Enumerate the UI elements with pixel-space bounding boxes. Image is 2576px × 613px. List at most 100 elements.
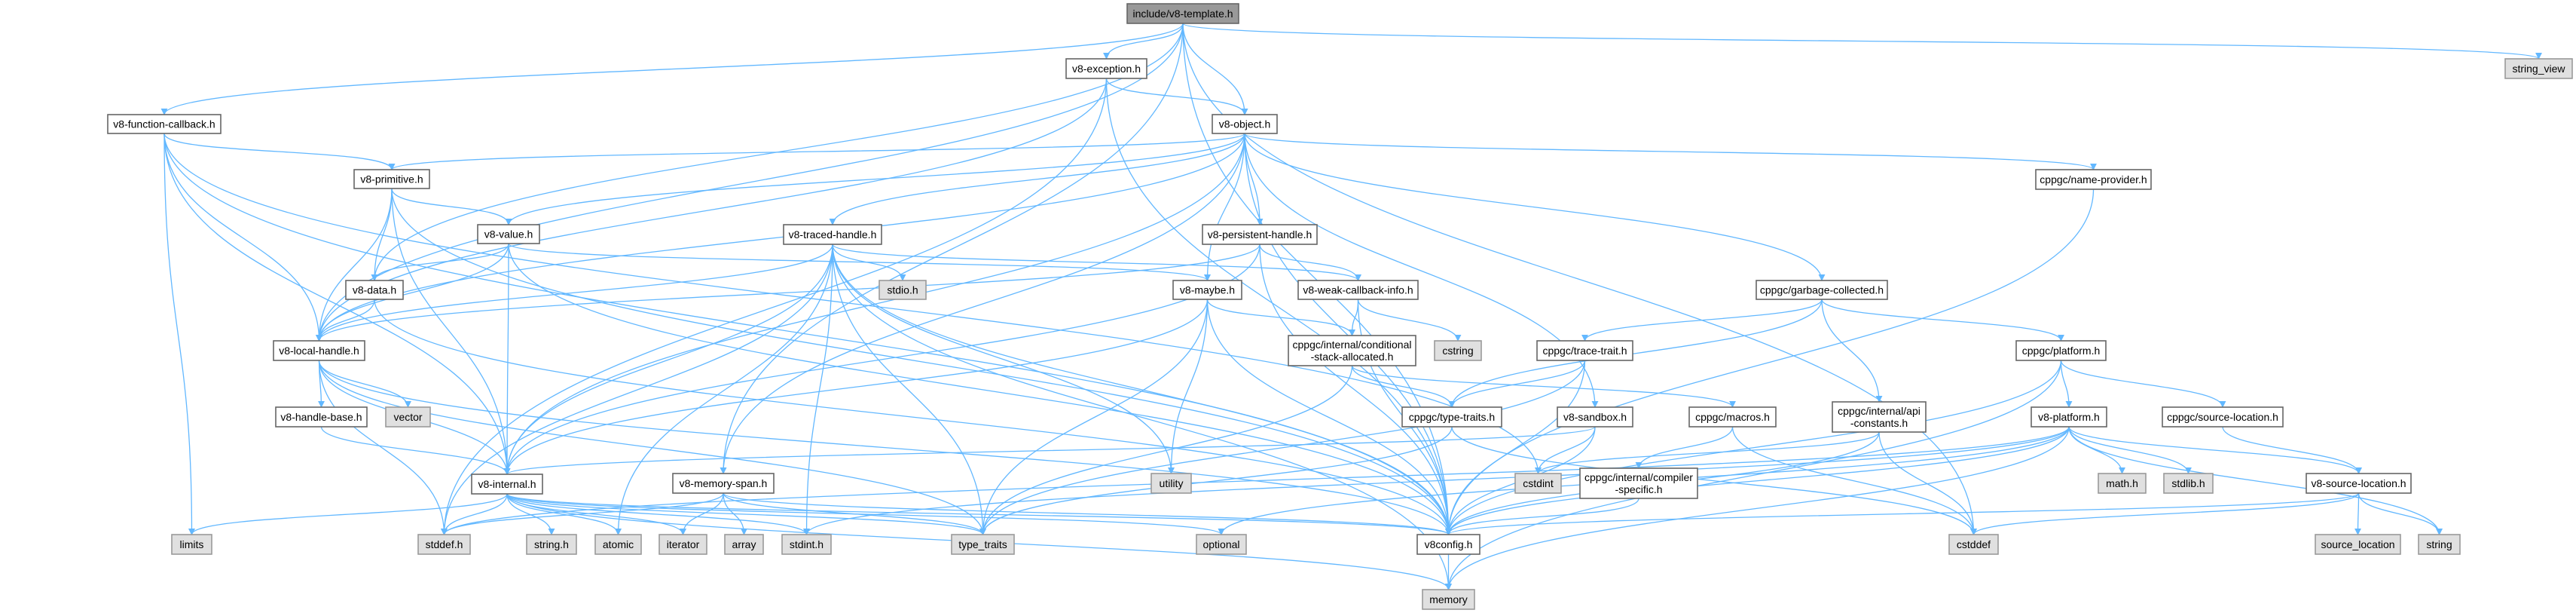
node-box	[594, 534, 642, 555]
edge-cppgcplatform-to-v8config	[1445, 360, 2062, 535]
node-label: source_location	[2321, 538, 2394, 550]
node-v8-weak-callback-info-h[interactable]: v8-weak-callback-info.h	[1297, 280, 1419, 300]
edge-trace-to-v8config	[1445, 360, 1586, 535]
node-cppgc-name-provider-h[interactable]: cppgc/name-provider.h	[2035, 169, 2152, 190]
node-box	[879, 280, 927, 300]
node-type-traits: type_traits	[951, 534, 1015, 555]
node-label: utility	[1160, 477, 1184, 489]
node-label: cstring	[1442, 345, 1473, 357]
node-cppgc-internal-conditional-stack-allocated-h[interactable]: cppgc/internal/conditional-stack-allocat…	[1288, 335, 1416, 366]
node-box	[1416, 534, 1481, 555]
node-box	[783, 224, 882, 245]
edge-v8platform-to-v8config	[1445, 426, 2070, 535]
node-memory: memory	[1422, 589, 1475, 610]
node-label: string_view	[2512, 63, 2565, 75]
node-cppgc-type-traits-h[interactable]: cppgc/type-traits.h	[1401, 406, 1502, 428]
node-v8-local-handle-h[interactable]: v8-local-handle.h	[273, 340, 365, 361]
node-box	[659, 534, 707, 555]
node-box	[171, 534, 212, 555]
node-cppgc-platform-h[interactable]: cppgc/platform.h	[2015, 340, 2107, 361]
node-label: cppgc/internal/compiler	[1584, 471, 1693, 483]
edge-v8platform-to-memory	[1445, 426, 2070, 590]
node-v8-handle-base-h[interactable]: v8-handle-base.h	[275, 406, 368, 428]
node-cstdint: cstdint	[1514, 473, 1562, 494]
node-v8-data-h[interactable]: v8-data.h	[345, 280, 404, 300]
node-box	[2162, 406, 2284, 428]
edge-local-to-vector	[318, 360, 411, 408]
node-box	[1401, 406, 1502, 428]
node-label: v8-internal.h	[478, 478, 536, 490]
edge-persistent-to-local	[316, 244, 1260, 342]
node-label: v8-platform.h	[2038, 411, 2100, 423]
edge-memspan-to-v8config	[723, 492, 1452, 535]
node-box	[273, 340, 365, 361]
node-vector: vector	[385, 406, 431, 428]
edge-object-to-internal	[503, 133, 1245, 475]
node-label: -constants.h	[1850, 417, 1908, 429]
node-cppgc-macros-h[interactable]: cppgc/macros.h	[1688, 406, 1777, 428]
edge-data-to-v8config	[374, 299, 1452, 535]
node-box	[1297, 280, 1419, 300]
node-label: atomic	[603, 538, 634, 550]
node-label: cppgc/source-location.h	[2167, 411, 2278, 423]
edge-trace-to-typetraits	[1448, 360, 1586, 408]
node-array: array	[724, 534, 764, 555]
node-v8-maybe-h[interactable]: v8-maybe.h	[1172, 280, 1242, 300]
node-box	[2098, 473, 2147, 494]
edge-data-to-local	[316, 299, 375, 342]
node-cppgc-internal-api-constants-h[interactable]: cppgc/internal/api-constants.h	[1832, 401, 1927, 433]
node-cppgc-trace-trait-h[interactable]: cppgc/trace-trait.h	[1536, 340, 1633, 361]
node-v8-memory-span-h[interactable]: v8-memory-span.h	[672, 473, 775, 494]
node-v8-platform-h[interactable]: v8-platform.h	[2031, 406, 2107, 428]
node-cppgc-source-location-h[interactable]: cppgc/source-location.h	[2162, 406, 2284, 428]
node-v8-object-h[interactable]: v8-object.h	[1212, 114, 1278, 134]
edge-memspan-to-array	[723, 492, 747, 535]
node-label: memory	[1429, 593, 1468, 605]
edge-template-to-fcb	[160, 23, 1184, 115]
edge-value-to-data	[371, 243, 509, 281]
edge-apiconst-to-cstdint	[1535, 431, 1880, 474]
node-label: cppgc/platform.h	[2022, 345, 2101, 357]
node-v8-value-h[interactable]: v8-value.h	[477, 224, 540, 244]
node-label: math.h	[2106, 477, 2138, 489]
edge-v8srcloc-to-source_location	[2354, 492, 2362, 535]
node-label: stdlib.h	[2171, 477, 2205, 489]
edge-handlebase-to-internal	[320, 426, 511, 475]
node-box	[1756, 280, 1888, 300]
edge-maybe-to-conditional	[1206, 299, 1355, 336]
node-v8config-h[interactable]: v8config.h	[1416, 534, 1481, 555]
node-label: vector	[393, 411, 422, 423]
node-label: v8-function-callback.h	[113, 118, 215, 130]
node-v8-traced-handle-h[interactable]: v8-traced-handle.h	[783, 224, 882, 245]
edge-maybe-to-utility	[1168, 299, 1209, 474]
edge-local-to-handlebase	[317, 360, 325, 408]
node-cppgc-internal-compiler-specific-h[interactable]: cppgc/internal/compiler-specific.h	[1579, 467, 1698, 499]
edge-internal-to-atomic	[506, 493, 622, 535]
node-v8-primitive-h[interactable]: v8-primitive.h	[353, 169, 430, 189]
edge-object-to-nameprov	[1244, 133, 2097, 170]
node-label: v8-memory-span.h	[680, 477, 768, 489]
edge-memspan-to-iterator	[680, 492, 724, 535]
node-label: include/v8-template.h	[1132, 8, 1233, 20]
edge-primitive-to-v8config	[391, 188, 1452, 535]
edge-conditional-to-macros	[1351, 365, 1736, 408]
node-label: v8-object.h	[1219, 118, 1270, 130]
node-v8-source-location-h[interactable]: v8-source-location.h	[2306, 473, 2412, 494]
node-v8-function-callback-h[interactable]: v8-function-callback.h	[107, 114, 222, 134]
node-v8-sandbox-h[interactable]: v8-sandbox.h	[1557, 406, 1633, 428]
node-v8-internal-h[interactable]: v8-internal.h	[471, 474, 543, 495]
node-cppgc-garbage-collected-h[interactable]: cppgc/garbage-collected.h	[1756, 280, 1888, 300]
node-v8-persistent-handle-h[interactable]: v8-persistent-handle.h	[1202, 224, 1318, 245]
edge-cppgcplatform-to-cppgcsrcloc	[2060, 360, 2226, 408]
edge-exception-to-object	[1105, 78, 1248, 115]
node-box	[1065, 58, 1147, 79]
node-label: stddef.h	[426, 538, 463, 550]
edge-template-to-local	[316, 23, 1184, 342]
node-label: v8-traced-handle.h	[789, 228, 877, 241]
node-box	[1150, 473, 1192, 494]
edge-traced-to-atomic	[615, 244, 833, 535]
edge-persistent-to-internal	[503, 244, 1260, 475]
edge-gc-to-trace	[1581, 299, 1823, 342]
node-box	[2504, 58, 2573, 79]
node-v8-exception-h[interactable]: v8-exception.h	[1065, 58, 1147, 79]
